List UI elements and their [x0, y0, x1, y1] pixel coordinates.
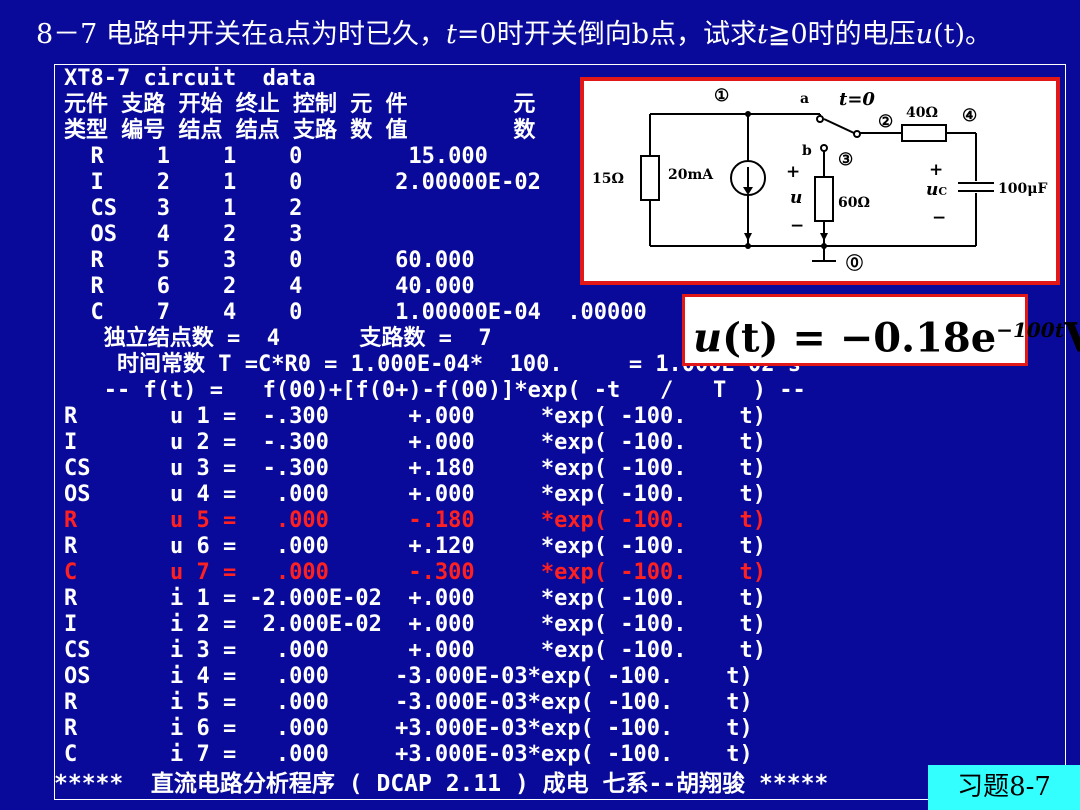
u-label: u — [790, 188, 802, 208]
summary-line: 独立结点数 = 4 支路数 = 7 — [64, 326, 492, 351]
listing-footer: ***** 直流电路分析程序 ( DCAP 2.11 ) 成电 七系--胡翔骏 … — [54, 771, 829, 797]
switch-a-label: a — [800, 91, 809, 107]
result-row: R u 5 = .000 -.180 *exp( -100. t) — [64, 508, 766, 533]
result-row: CS i 3 = .000 +.000 *exp( -100. t) — [64, 638, 766, 663]
exercise-tag: 习题8-7 — [928, 765, 1080, 810]
r1-label: 15Ω — [592, 171, 624, 187]
listing-header-line: 类型 编号 结点 结点 支路 数 值 数 — [64, 118, 536, 143]
element-row: I 2 1 0 2.00000E-02 — [64, 170, 541, 195]
result-row: CS u 3 = -.300 +.180 *exp( -100. t) — [64, 456, 766, 481]
listing-header-line: 元件 支路 开始 终止 控制 元 件 元 — [64, 92, 536, 117]
svg-text:+: + — [929, 160, 943, 180]
summary-line: -- f(t) = f(00)+[f(0+)-f(00)]*exp( -t / … — [64, 378, 806, 403]
result-row: I i 2 = 2.000E-02 +.000 *exp( -100. t) — [64, 612, 766, 637]
result-row: R u 6 = .000 +.120 *exp( -100. t) — [64, 534, 766, 559]
result-row: R i 5 = .000 -3.000E-03*exp( -100. t) — [64, 690, 753, 715]
element-row: R 5 3 0 60.000 — [64, 248, 475, 273]
result-row: R i 1 = -2.000E-02 +.000 *exp( -100. t) — [64, 586, 766, 611]
source-label: 20mA — [668, 167, 714, 183]
r6-label: 40Ω — [906, 105, 938, 121]
result-row: R i 6 = .000 +3.000E-03*exp( -100. t) — [64, 716, 753, 741]
element-row: OS 4 2 3 — [64, 222, 303, 247]
svg-text:−: − — [932, 208, 946, 228]
result-row: I u 2 = -.300 +.000 *exp( -100. t) — [64, 430, 766, 455]
result-row: C u 7 = .000 -.300 *exp( -100. t) — [64, 560, 766, 585]
element-row: C 7 4 0 1.00000E-04 .00000 — [64, 300, 647, 325]
result-row: OS u 4 = .000 +.000 *exp( -100. t) — [64, 482, 766, 507]
switch-time-label: t=0 — [839, 89, 875, 110]
circuit-diagram: ① a t=0 ② 40Ω ④ b ③ 15Ω 20mA + u − 60Ω +… — [580, 77, 1060, 285]
result-row: R u 1 = -.300 +.000 *exp( -100. t) — [64, 404, 766, 429]
svg-text:+: + — [786, 162, 800, 182]
result-row: OS i 4 = .000 -3.000E-03*exp( -100. t) — [64, 664, 753, 689]
node3-label: ③ — [838, 150, 853, 170]
node4-label: ④ — [962, 106, 977, 126]
switch-b-label: b — [802, 143, 812, 159]
uc-label: uC — [926, 180, 947, 200]
answer-formula: u(t) = −0.18e−100tV — [682, 294, 1080, 366]
listing-header-line: XT8-7 circuit data — [64, 66, 316, 91]
svg-text:−: − — [790, 216, 804, 236]
element-row: R 1 1 0 15.000 — [64, 144, 488, 169]
node0-label: ⓪ — [846, 253, 863, 274]
element-row: R 6 2 4 40.000 — [64, 274, 475, 299]
element-row: CS 3 1 2 — [64, 196, 303, 221]
problem-title: 8－7 电路中开关在a点为时已久，t=0时开关倒向b点，试求t≧0时的电压u(t… — [36, 19, 992, 50]
node1-label: ① — [714, 86, 729, 106]
cap-label: 100μF — [998, 181, 1047, 197]
r5-label: 60Ω — [838, 195, 870, 211]
listing-panel — [54, 64, 1066, 800]
result-row: C i 7 = .000 +3.000E-03*exp( -100. t) — [64, 742, 753, 767]
node2-label: ② — [878, 112, 893, 132]
